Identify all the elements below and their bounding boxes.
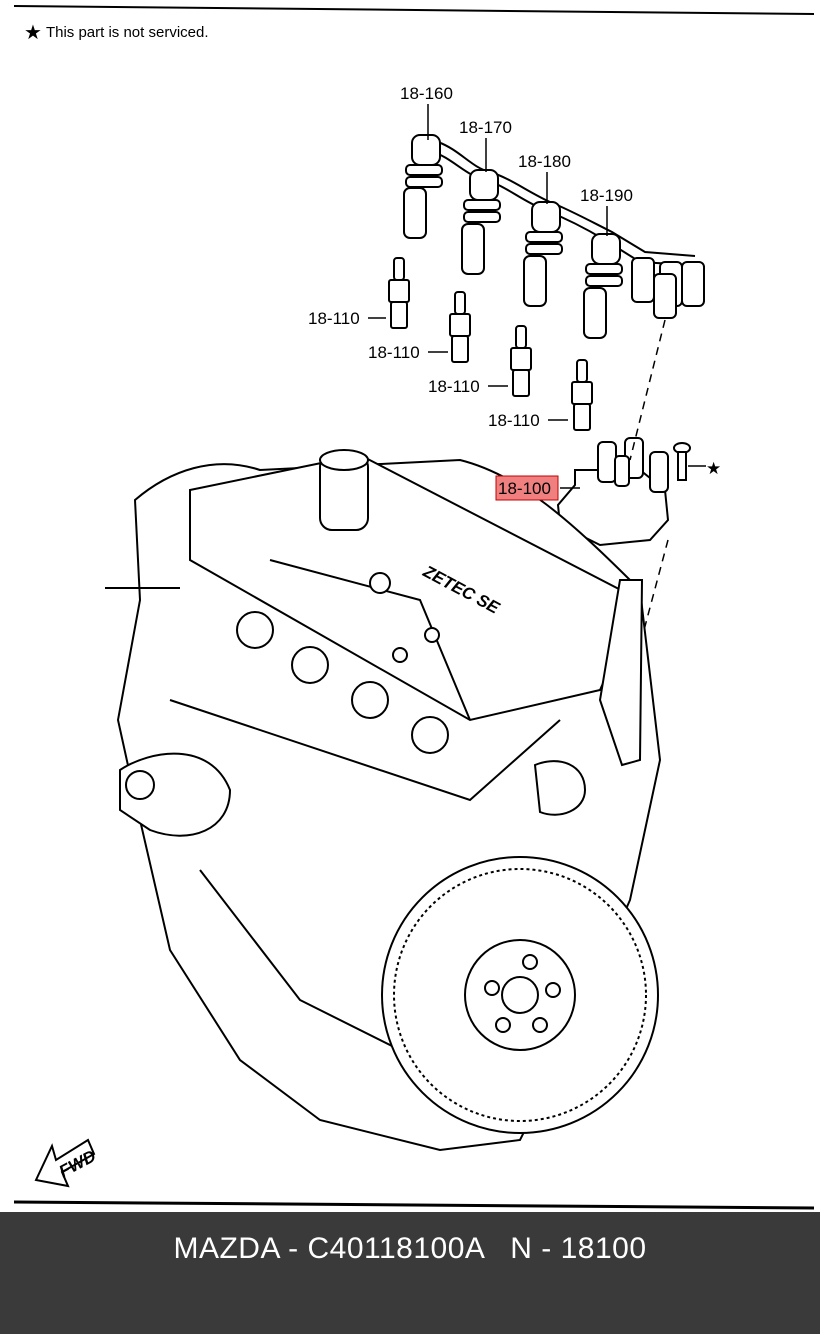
- ignition-lead-set: [403, 134, 705, 339]
- spark-plug-4: [571, 359, 593, 431]
- bottom-border: [13, 1200, 815, 1210]
- footer-bar: MAZDA - C40118100A N - 18100: [0, 1212, 820, 1334]
- screw: [673, 442, 691, 481]
- top-border: [13, 5, 815, 15]
- star-icon: ★: [24, 22, 42, 44]
- label-18-170: 18-170: [459, 118, 512, 137]
- lead-boot-4: [583, 233, 623, 339]
- part-number-text: MAZDA - C40118100A N - 18100: [173, 1232, 647, 1265]
- spark-plugs: [388, 257, 593, 431]
- leader-lines: [368, 104, 608, 489]
- label-18-110-2: 18-110: [368, 343, 420, 362]
- ignition-coil: [556, 437, 670, 547]
- label-18-110-1: 18-110: [308, 309, 360, 328]
- lead-boot-2: [461, 169, 501, 275]
- label-18-100: 18-100: [498, 479, 551, 498]
- parts-diagram: ZETEC SE FWD 18-160 18-170 18-180 18-190…: [13, 5, 815, 1210]
- spark-plug-3: [510, 325, 532, 397]
- label-18-110-4: 18-110: [488, 411, 540, 430]
- lead-boot-3: [523, 201, 563, 307]
- note-text: This part is not serviced.: [45, 24, 209, 41]
- note: ★This part is not serviced.: [24, 20, 209, 45]
- coil-end-boots: [631, 257, 705, 319]
- flywheel: [381, 856, 659, 1134]
- label-18-110-3: 18-110: [428, 377, 480, 396]
- star-icon: ★: [706, 459, 721, 478]
- label-18-190: 18-190: [580, 186, 633, 205]
- highlight-box: [495, 475, 559, 501]
- label-18-160: 18-160: [400, 84, 453, 103]
- spark-plug-1: [388, 257, 410, 329]
- spark-plug-2: [449, 291, 471, 363]
- lead-boot-1: [403, 134, 443, 239]
- fwd-arrow-icon: FWD: [34, 1138, 99, 1188]
- label-18-180: 18-180: [518, 152, 571, 171]
